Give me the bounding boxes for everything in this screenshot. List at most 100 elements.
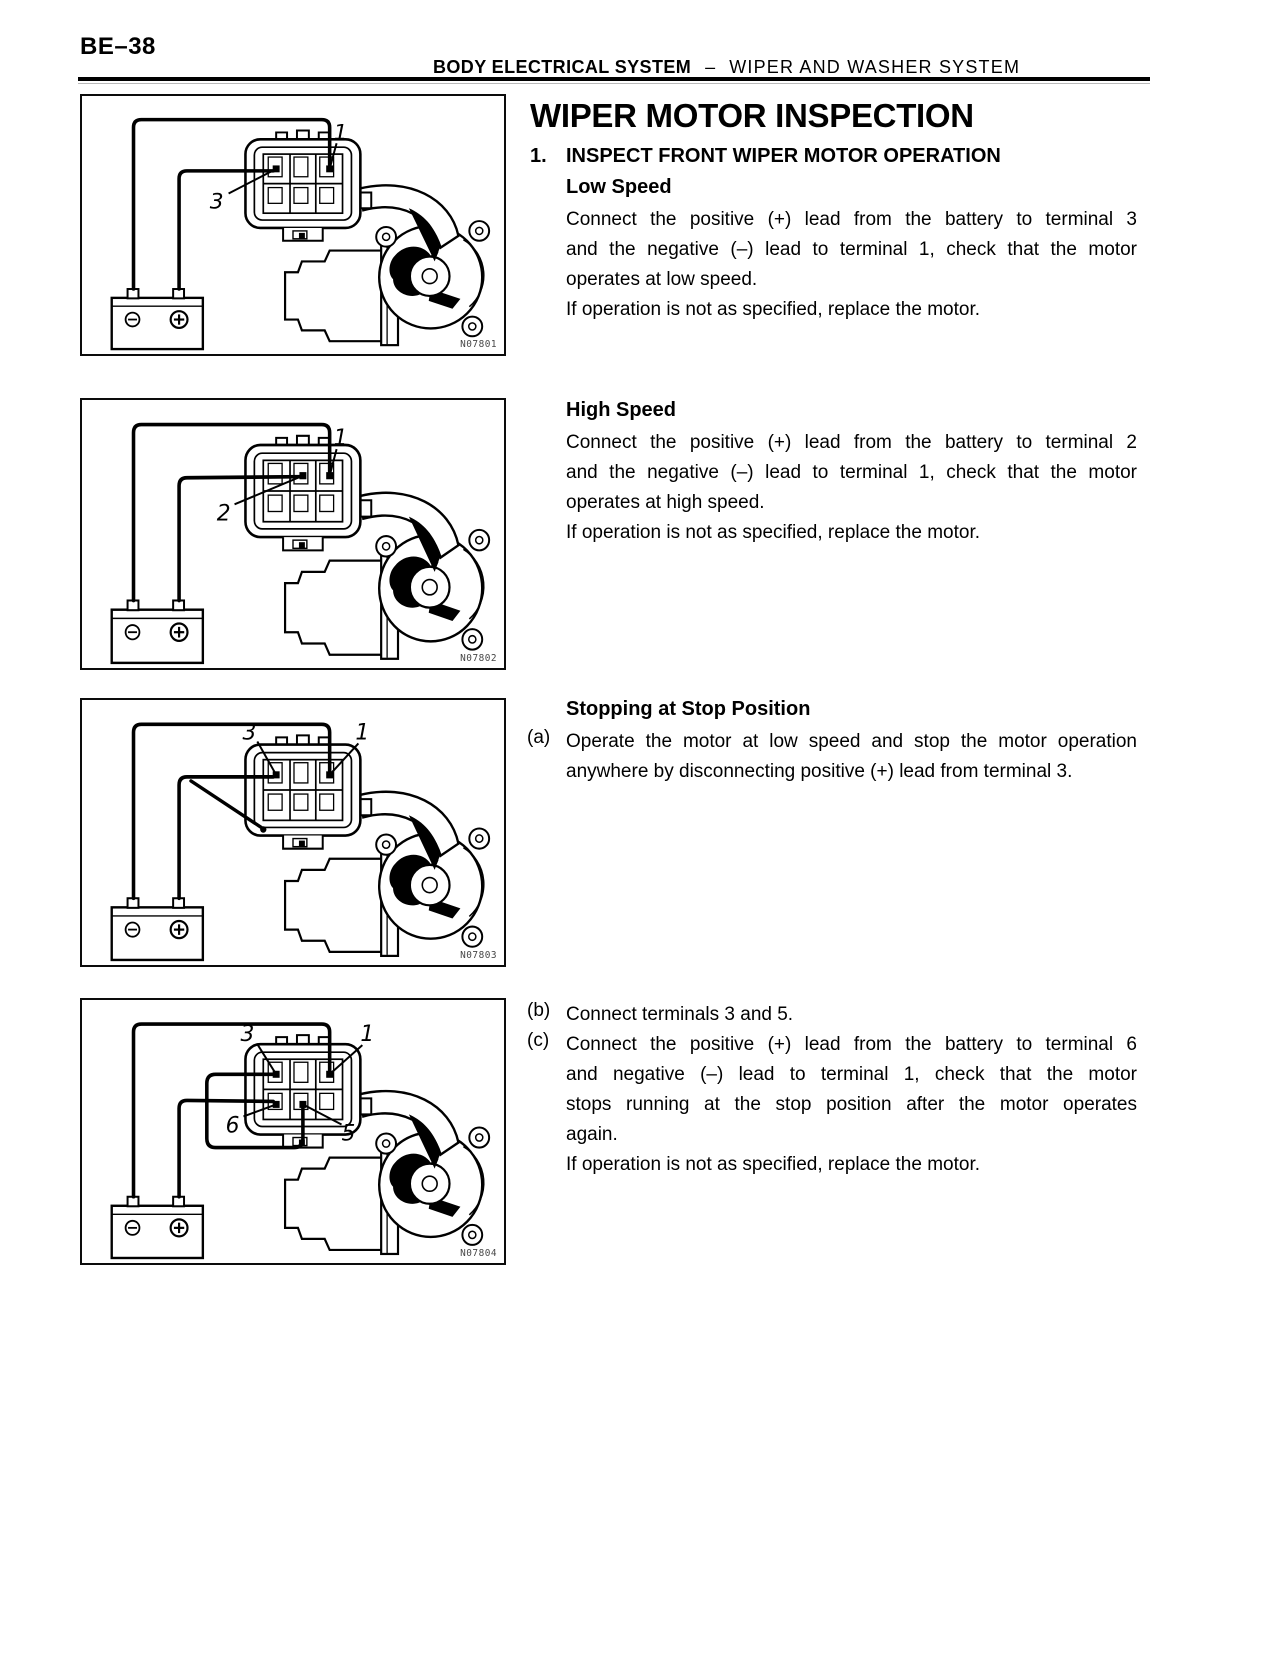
header-section: BODY ELECTRICAL SYSTEM — [433, 57, 692, 77]
battery-negative-symbol — [124, 921, 141, 938]
battery-positive-symbol — [169, 310, 189, 329]
wiper-motor — [283, 1089, 491, 1256]
figure-code: N07803 — [460, 950, 497, 961]
battery-positive-symbol — [169, 622, 189, 643]
motor-connector — [244, 434, 373, 552]
negative-lead-wire — [131, 722, 332, 901]
terminal-callout-1: 1 — [360, 1022, 374, 1047]
terminal-callout-5: 5 — [342, 1121, 356, 1146]
terminal-callout-3: 3 — [242, 720, 256, 745]
terminal-callout-1: 1 — [334, 120, 348, 145]
callout-leader — [228, 167, 277, 195]
terminal-callout-6: 6 — [226, 1113, 240, 1138]
jumper-wire — [205, 1072, 305, 1150]
header-separator: – — [705, 57, 716, 77]
terminal-callout-1: 1 — [334, 425, 348, 451]
terminal-t3-dot — [272, 771, 280, 779]
figure-code: N07804 — [460, 1248, 497, 1259]
terminal-callout-3: 3 — [241, 1022, 255, 1047]
callout-leader — [302, 1103, 342, 1126]
positive-lead-wire — [177, 169, 275, 291]
terminal-t1-dot — [326, 472, 334, 480]
battery-negative-symbol — [124, 624, 141, 641]
callout-leader — [256, 740, 278, 776]
figure-code: N07802 — [460, 653, 497, 664]
text-line: operates at low speed. — [566, 269, 758, 290]
terminal-t3-dot — [272, 165, 280, 173]
text-line: Connect the positive (+) lead from the b… — [566, 209, 1137, 230]
battery — [110, 599, 205, 665]
terminal-callout-3: 3 — [210, 189, 224, 214]
battery-negative-symbol — [124, 311, 141, 328]
callout-leader — [328, 448, 338, 476]
item-label-c: (c) — [527, 1030, 550, 1051]
callout-leader — [328, 742, 360, 776]
text-line: and the negative (–) lead to terminal 1,… — [566, 239, 1137, 260]
callout-leader — [256, 1043, 277, 1075]
header-subsection: WIPER AND WASHER SYSTEM — [729, 57, 1021, 77]
positive-lead-wire — [177, 775, 275, 901]
high-speed-paragraphs: Connect the positive (+) lead from the b… — [566, 428, 1137, 548]
text-line: Connect the positive (+) lead from the b… — [566, 1034, 1137, 1055]
text-line: stops running at the stop position after… — [566, 1094, 1137, 1115]
terminal-t3-dot — [272, 1070, 280, 1078]
motor-connector — [244, 734, 373, 850]
step-heading: INSPECT FRONT WIPER MOTOR OPERATION — [566, 145, 1001, 167]
header-rule — [78, 77, 1150, 81]
motor-connector — [244, 129, 373, 242]
negative-lead-wire — [131, 422, 332, 603]
wiper-motor — [283, 491, 491, 660]
item-label-b: (b) — [527, 1000, 551, 1021]
high-speed-heading: High Speed — [566, 399, 677, 421]
terminal-t2-dot — [299, 472, 307, 480]
step-number: 1. — [530, 145, 547, 167]
wiper-motor — [283, 790, 491, 958]
terminal-t5-dot — [299, 1100, 307, 1108]
text-line: Connect terminals 3 and 5. — [566, 1004, 794, 1025]
disconnected-lead — [189, 779, 267, 833]
negative-lead-wire — [131, 117, 332, 291]
text-line: again. — [566, 1124, 618, 1145]
battery-negative-symbol — [124, 1219, 141, 1236]
item-a-paragraphs: Operate the motor at low speed and stop … — [566, 727, 1137, 787]
wiper-motor — [283, 184, 491, 347]
header-rule-shadow — [78, 83, 1150, 84]
terminal-callout-1: 1 — [355, 720, 369, 745]
motor-connector — [244, 1034, 373, 1149]
page-number: BE–38 — [80, 33, 156, 60]
figure-code: N07801 — [460, 339, 497, 350]
text-line: Operate the motor at low speed and stop … — [566, 731, 1137, 752]
terminal-callout-2: 2 — [217, 500, 231, 526]
text-line: If operation is not as specified, replac… — [566, 522, 981, 543]
terminal-t1-dot — [326, 1070, 334, 1078]
negative-lead-wire — [131, 1022, 332, 1199]
battery-positive-symbol — [169, 919, 189, 940]
terminal-t1-dot — [326, 771, 334, 779]
text-line: If operation is not as specified, replac… — [566, 1154, 981, 1175]
battery — [110, 897, 205, 962]
item-b-paragraphs: Connect terminals 3 and 5. — [566, 1000, 1137, 1030]
text-line: Connect the positive (+) lead from the b… — [566, 432, 1137, 453]
text-line: and negative (–) lead to terminal 1, che… — [566, 1064, 1137, 1085]
text-line: operates at high speed. — [566, 492, 765, 513]
page-header: BODY ELECTRICAL SYSTEM–WIPER AND WASHER … — [433, 57, 1020, 78]
terminal-t1-dot — [326, 165, 334, 173]
item-c-paragraphs: Connect the positive (+) lead from the b… — [566, 1030, 1137, 1180]
low-speed-heading: Low Speed — [566, 176, 672, 198]
callout-leader — [243, 1103, 277, 1118]
battery — [110, 1195, 205, 1260]
stop-position-heading: Stopping at Stop Position — [566, 698, 811, 720]
text-line: and the negative (–) lead to terminal 1,… — [566, 462, 1137, 483]
callout-leader — [234, 474, 304, 506]
positive-lead-wire — [177, 1098, 275, 1199]
item-label-a: (a) — [527, 727, 551, 748]
callout-leader — [328, 1044, 363, 1076]
